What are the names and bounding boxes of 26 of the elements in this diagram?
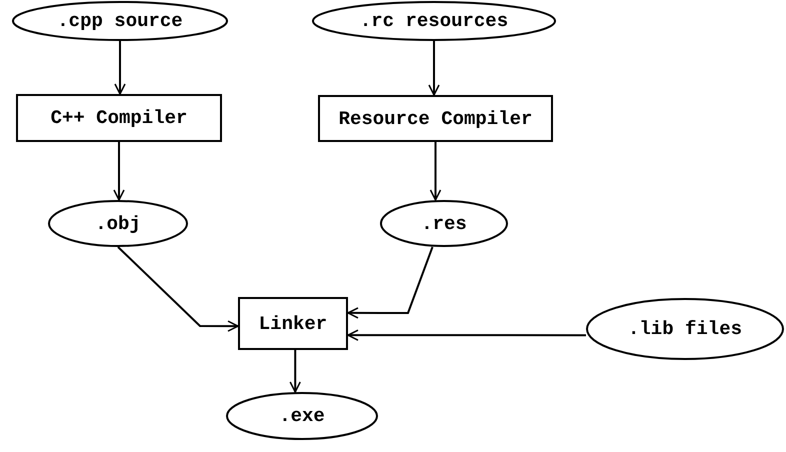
node-label: Resource Compiler	[338, 108, 532, 130]
arrow	[289, 350, 301, 393]
ellipse-node	[586, 298, 784, 360]
arrow	[347, 329, 586, 341]
node-label: .cpp source	[57, 10, 183, 32]
ellipse-node	[380, 200, 508, 247]
node-label: .rc resources	[360, 10, 508, 32]
node-label: .obj	[95, 212, 141, 234]
process-box	[318, 95, 553, 142]
arrow	[347, 246, 434, 319]
arrow	[114, 41, 126, 95]
ellipse-node	[12, 1, 228, 41]
process-box	[16, 94, 222, 142]
node-label: .exe	[279, 405, 325, 427]
node-label: C++ Compiler	[50, 107, 188, 129]
process-box	[238, 297, 348, 350]
arrow	[428, 41, 440, 96]
arrow	[117, 246, 239, 332]
ellipse-node	[312, 1, 556, 41]
node-label: Linker	[258, 312, 328, 334]
arrow	[113, 142, 125, 201]
node-label: .lib files	[628, 318, 742, 340]
arrow	[430, 142, 442, 201]
node-label: .res	[421, 212, 467, 234]
ellipse-node	[48, 200, 188, 247]
ellipse-node	[226, 392, 378, 440]
